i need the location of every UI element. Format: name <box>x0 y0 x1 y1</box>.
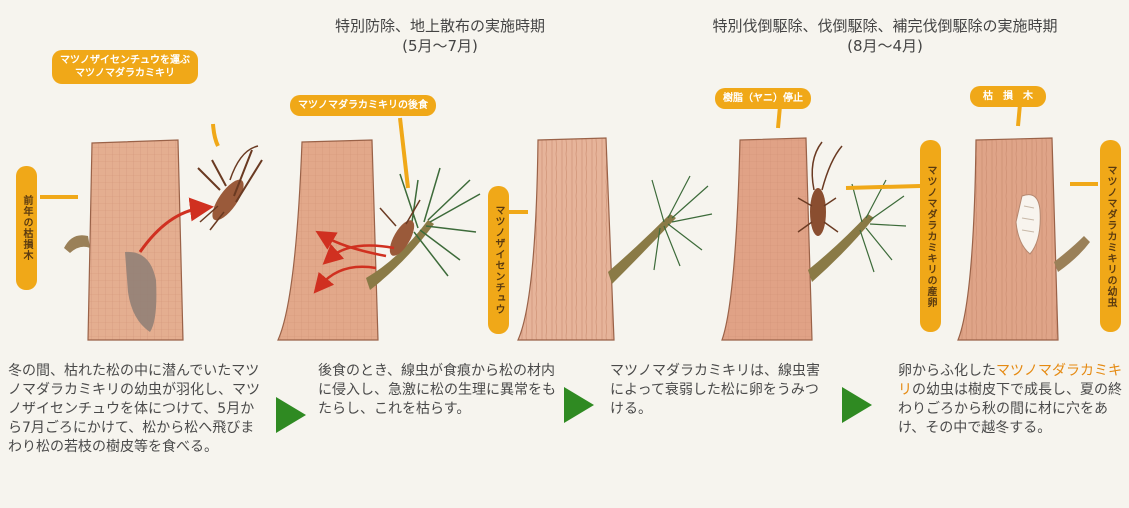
label-beetle-larva: マツノマダラカミキリの幼虫 <box>1100 140 1121 332</box>
label-carrier-beetle-line1: マツノザイセンチュウを運ぶ <box>60 54 190 67</box>
panel4-egg-laying-tree <box>722 138 906 340</box>
description-infection: 後食のとき、線虫が食痕から松の材内に侵入し、急激に松の生理に異常をもたらし、これ… <box>318 362 556 419</box>
panel2-healthy-tree <box>278 140 480 340</box>
flow-arrow-icon <box>840 385 874 425</box>
pointer-callout <box>1018 104 1020 126</box>
pointer-callout <box>778 106 780 128</box>
description-larva-development: 卵からふ化したマツノマダラカミキリの幼虫は樹皮下で成長し、夏の終わりごろから秋の… <box>898 362 1124 438</box>
label-beetle-oviposition: マツノマダラカミキリの産卵 <box>920 140 941 332</box>
panel5-dead-tree <box>958 138 1090 340</box>
flow-arrow-icon <box>274 395 308 435</box>
description-emergence: 冬の間、枯れた松の中に潜んでいたマツノマダラカミキリの幼虫が羽化し、マツノザイセ… <box>8 362 264 457</box>
description-oviposition: マツノマダラカミキリは、線虫害によって衰弱した松に卵をうみつける。 <box>610 362 832 419</box>
flying-sawyer-beetle-icon <box>198 146 262 230</box>
pointer-callout <box>846 186 920 188</box>
label-maturation-feeding: マツノマダラカミキリの後食 <box>290 95 436 116</box>
flow-arrow-icon <box>562 385 596 425</box>
description-larva-text-1: 卵からふ化した <box>898 363 996 379</box>
label-dead-tree: 枯 損 木 <box>970 86 1046 107</box>
panel3-weakening-tree <box>518 138 712 340</box>
label-previous-year-dead-tree: 前年の枯損木 <box>16 166 37 290</box>
panel1-dead-tree <box>64 140 202 340</box>
label-carrier-beetle-line2: マツノマダラカミキリ <box>60 67 190 80</box>
label-resin-stop: 樹脂（ヤニ）停止 <box>715 88 811 109</box>
pointer-callout <box>213 124 218 146</box>
description-larva-text-2: の幼虫は樹皮下で成長し、夏の終わりごろから秋の間に材に穴をあけ、その中で越冬する… <box>898 382 1122 436</box>
label-carrier-beetle: マツノザイセンチュウを運ぶ マツノマダラカミキリ <box>52 50 198 84</box>
label-pine-wood-nematode: マツノザイセンチュウ <box>488 186 509 334</box>
